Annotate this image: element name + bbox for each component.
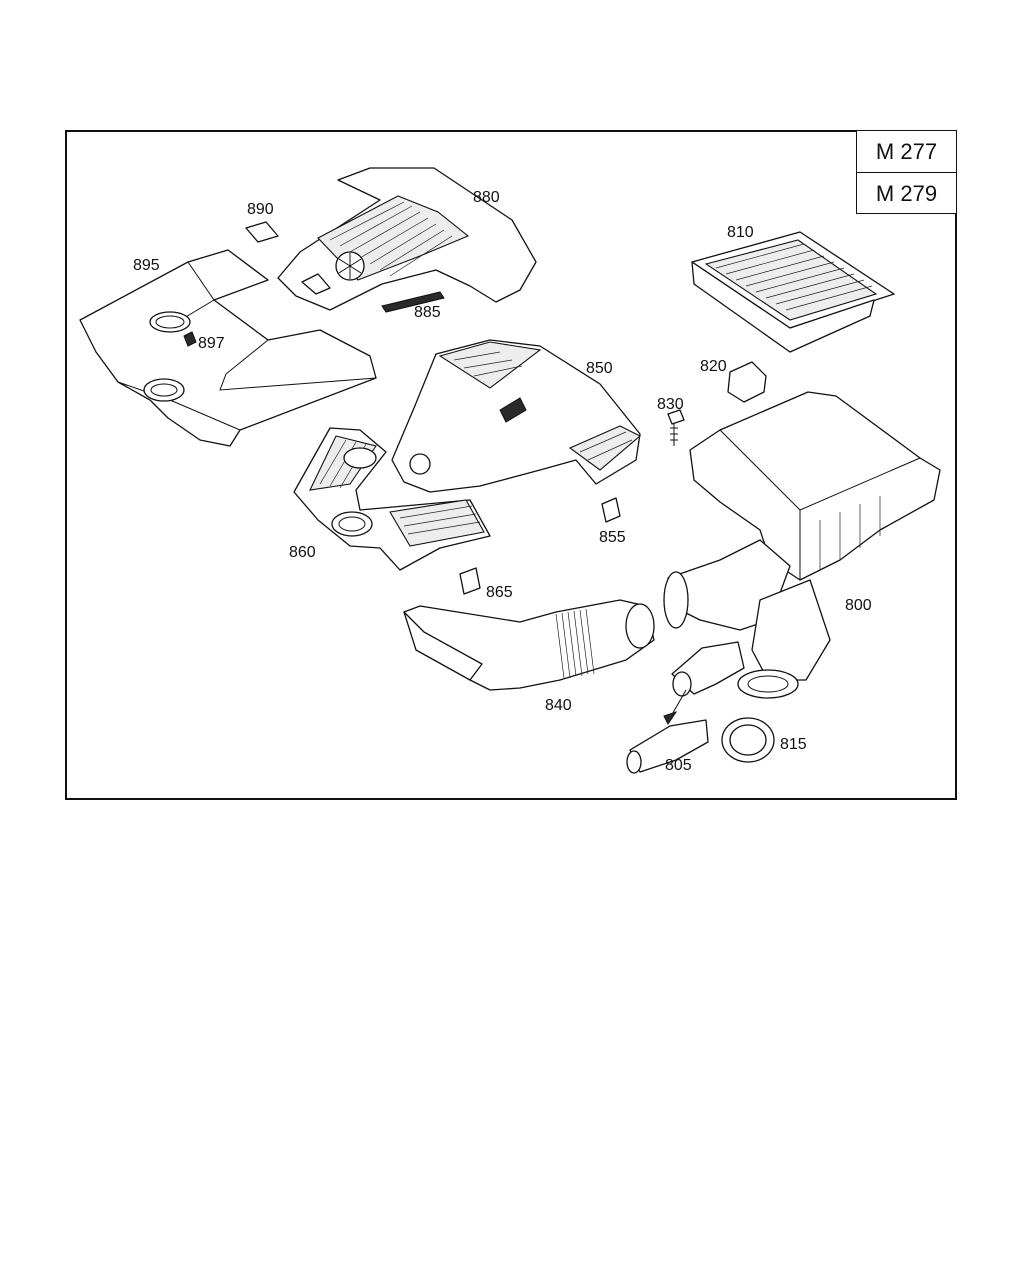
part-880-amg-cover[interactable] (277, 167, 537, 311)
part-830-screw[interactable] (667, 409, 685, 446)
part-840-intake-duct[interactable] (403, 599, 655, 691)
label-890: 890 (247, 201, 274, 218)
label-855: 855 (599, 529, 626, 546)
label-805: 805 (665, 757, 692, 774)
part-820-sensor[interactable] (727, 361, 767, 403)
engine-model-box: M 277 M 279 (856, 130, 957, 214)
part-805-hose[interactable] (626, 641, 745, 774)
label-830: 830 (657, 396, 684, 413)
label-820: 820 (700, 358, 727, 375)
part-815-seal-ring[interactable] (721, 717, 775, 763)
part-850-center-cover[interactable] (391, 339, 641, 493)
label-895: 895 (133, 257, 160, 274)
label-885: 885 (414, 304, 441, 321)
label-865: 865 (486, 584, 513, 601)
label-850: 850 (586, 360, 613, 377)
part-885-emblem[interactable] (381, 291, 445, 313)
part-800-air-filter-housing[interactable] (663, 391, 941, 699)
part-895-left-engine-cover[interactable] (79, 249, 377, 447)
label-880: 880 (473, 189, 500, 206)
engine-model-label: M 277 (875, 139, 938, 164)
part-865-clip[interactable] (459, 567, 481, 595)
label-815: 815 (780, 736, 807, 753)
label-897: 897 (198, 335, 225, 352)
label-860: 860 (289, 544, 316, 561)
part-860-lower-cover[interactable] (293, 427, 491, 571)
label-810: 810 (727, 224, 754, 241)
part-855-clip[interactable] (601, 497, 621, 523)
part-890-pad[interactable] (245, 221, 279, 243)
engine-model-label: M 279 (857, 172, 956, 214)
part-897-clip[interactable] (183, 331, 197, 347)
label-840: 840 (545, 697, 572, 714)
label-800: 800 (845, 597, 872, 614)
part-810-air-filter[interactable] (691, 231, 895, 353)
arrow-805-head (663, 711, 678, 725)
